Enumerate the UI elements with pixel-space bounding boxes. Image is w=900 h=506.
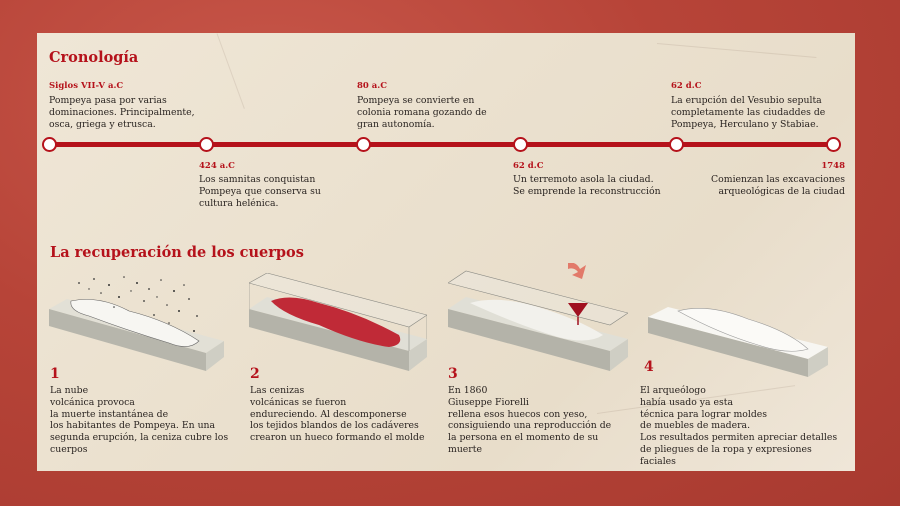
event-text: La erupción del Vesubio sepulta completa… (671, 95, 826, 130)
plaster-pouring-illustration (448, 263, 628, 371)
step-number: 1 (50, 366, 60, 382)
event-date: 424 a.C (199, 161, 235, 171)
event-text: Pompeya se convierte en colonia romana g… (357, 95, 487, 130)
paper-texture (656, 43, 817, 58)
event-text: Los samnitas conquistan Pompeya que cons… (199, 174, 321, 209)
step-number: 2 (250, 366, 260, 382)
event-text: Comienzan las excavaciones arqueológicas… (711, 174, 845, 197)
event-date: 62 d.C (671, 81, 702, 91)
step-number: 3 (448, 366, 458, 382)
timeline-dot[interactable] (356, 137, 371, 152)
recovery-title: La recuperación de los cuerpos (50, 244, 304, 261)
event-date: 62 d.C (513, 161, 544, 171)
timeline-dot[interactable] (826, 137, 841, 152)
timeline-bar (50, 142, 836, 147)
step-number: 4 (644, 359, 654, 375)
event-date: 80 a.C (357, 81, 388, 91)
plaster-cast-illustration (648, 307, 828, 377)
timeline-dot[interactable] (669, 137, 684, 152)
step-text: En 1860 Giuseppe Fiorelli rellena esos h… (448, 385, 612, 455)
infographic-card: Cronología Siglos VII-V a.C Pompeya pasa… (37, 33, 855, 471)
chronology-title: Cronología (49, 49, 139, 66)
step-text: El arqueólogo había usado ya esta técnic… (640, 385, 838, 467)
body-covered-by-ash-illustration (49, 276, 224, 371)
timeline-dot[interactable] (513, 137, 528, 152)
step-text: La nube volcánica provoca la muerte inst… (50, 385, 229, 455)
event-text: Pompeya pasa por varias dominaciones. Pr… (49, 95, 195, 130)
hollow-mold-illustration (249, 273, 427, 371)
event-text: Un terremoto asola la ciudad. Se emprend… (513, 174, 661, 197)
step-text: Las cenizas volcánicas se fueron endurec… (250, 385, 425, 444)
event-date: Siglos VII-V a.C (49, 81, 124, 91)
paper-texture (216, 33, 245, 109)
event-date: 1748 (821, 161, 845, 171)
timeline-dot[interactable] (42, 137, 57, 152)
timeline-dot[interactable] (199, 137, 214, 152)
